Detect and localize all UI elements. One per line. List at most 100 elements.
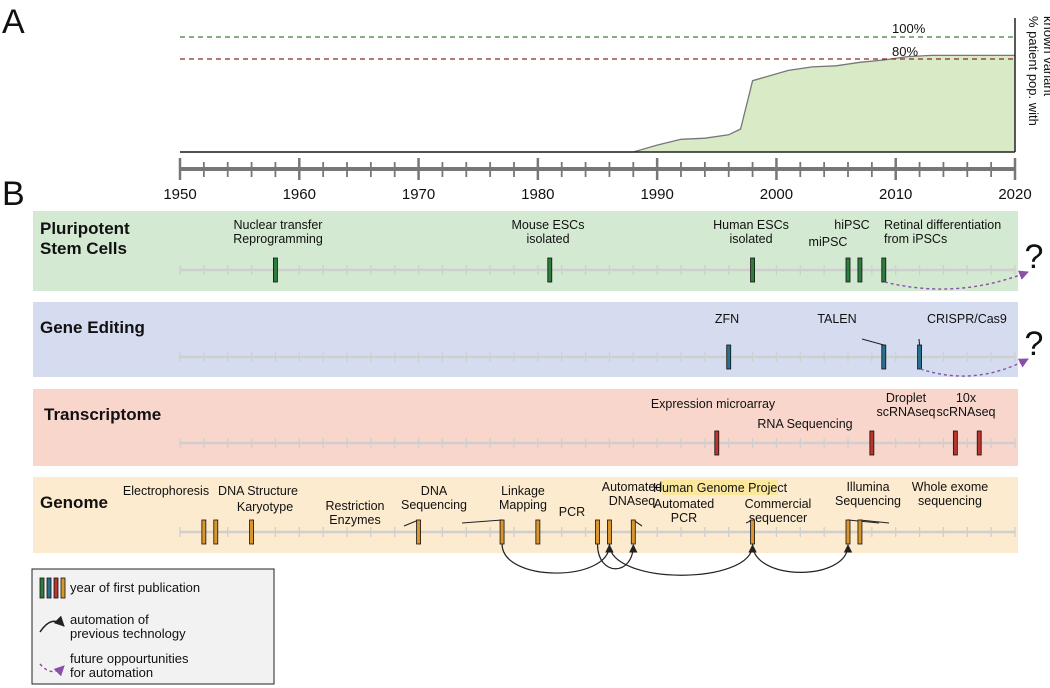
legend-entry-publication: year of first publication — [70, 580, 200, 595]
legend-future-arrow — [39, 663, 65, 677]
year-label: 2020 — [998, 186, 1031, 203]
milestone-label: Mapping — [499, 498, 547, 512]
legend-entry-future-2: for automation — [70, 665, 153, 680]
milestone-label: RNA Sequencing — [757, 417, 852, 431]
milestone-label: from iPSCs — [884, 232, 947, 246]
milestone-label: scRNAseq — [876, 405, 935, 419]
year-label: 2000 — [760, 186, 793, 203]
panel-b-letter: B — [2, 175, 25, 213]
milestone-label: DNA — [421, 484, 448, 498]
row-pluripotent-title: Stem Cells — [40, 239, 127, 258]
milestone-label: Linkage — [501, 484, 545, 498]
milestone-label: Whole exome — [912, 480, 988, 494]
legend-swatch — [53, 577, 59, 599]
milestone-marker — [201, 519, 207, 545]
milestone-label: Human ESCs — [713, 218, 789, 232]
automation-arrow — [596, 543, 638, 570]
milestone-label: PCR — [671, 511, 697, 525]
milestone-label: isolated — [526, 232, 569, 246]
automation-arrow — [751, 543, 853, 573]
milestone-marker — [750, 519, 755, 545]
milestone-label: Retinal differentiation — [884, 218, 1001, 232]
row-gene-editing-background — [33, 302, 1018, 377]
milestone-label: DNAseq — [609, 494, 656, 508]
milestone-leader — [859, 519, 890, 524]
legend-box — [31, 568, 275, 685]
milestone-label: isolated — [729, 232, 772, 246]
milestone-label: ZFN — [715, 312, 739, 326]
milestone-marker — [917, 344, 922, 370]
legend-swatch — [46, 577, 52, 599]
milestone-marker — [726, 344, 732, 370]
milestone-leader — [461, 519, 503, 524]
milestone-marker — [714, 430, 720, 456]
milestone-leader — [403, 519, 419, 527]
milestone-label: Reprogramming — [233, 232, 323, 246]
year-label: 1950 — [163, 186, 196, 203]
milestone-label: 10x — [956, 391, 977, 405]
milestone-marker — [857, 519, 863, 545]
label-100: 100% — [892, 21, 926, 36]
variant-line — [180, 54, 1015, 153]
question-mark: ? — [1025, 238, 1044, 276]
year-label: 1980 — [521, 186, 554, 203]
panel-a-letter: A — [2, 3, 25, 41]
milestone-label: Enzymes — [329, 513, 380, 527]
milestone-label: DNA Structure — [218, 484, 298, 498]
milestone-label: hiPSC — [834, 218, 869, 232]
automation-arrow — [501, 543, 614, 574]
future-arrow — [920, 358, 1029, 377]
legend-entry-automation-2: previous technology — [70, 626, 186, 641]
milestone-marker — [881, 344, 887, 370]
milestone-marker — [881, 257, 887, 283]
milestone-marker — [952, 430, 958, 456]
milestone-leader — [861, 338, 884, 346]
milestone-marker — [547, 257, 553, 283]
milestone-label: Electrophoresis — [123, 484, 209, 498]
milestone-marker — [869, 430, 875, 456]
row-genome-title: Genome — [40, 493, 108, 512]
milestone-label: Karyotype — [237, 500, 293, 514]
milestone-label: sequencer — [749, 511, 807, 525]
legend-swatch — [39, 577, 45, 599]
legend-entry-automation-1: automation of — [70, 612, 149, 627]
milestone-marker — [845, 519, 851, 545]
milestone-marker — [499, 519, 505, 545]
row-pluripotent-background — [33, 211, 1018, 291]
milestone-marker — [535, 519, 541, 545]
legend-entry-future-1: future oppourtunities — [70, 651, 189, 666]
milestone-label: Automated — [654, 497, 715, 511]
milestone-label: Commercial — [745, 497, 812, 511]
variant-area — [180, 55, 1015, 152]
milestone-label: Illumina — [846, 480, 889, 494]
ylabel-line1: % patient pop. with — [1026, 16, 1041, 126]
legend-swatches — [39, 577, 66, 599]
question-mark: ? — [1025, 325, 1044, 363]
milestone-label: Expression microarray — [651, 397, 776, 411]
milestone-marker — [857, 257, 863, 283]
legend: year of first publication automation of … — [31, 568, 275, 685]
ylabel-line2: known variant — [1041, 16, 1050, 97]
legend-swatch — [60, 577, 66, 599]
milestone-label: scRNAseq — [936, 405, 995, 419]
legend-automation-arrow — [39, 615, 65, 633]
milestone-marker — [607, 519, 612, 545]
year-label: 1970 — [402, 186, 435, 203]
milestone-leader — [847, 519, 880, 524]
milestone-label: Automated — [602, 480, 663, 494]
year-label: 1960 — [283, 186, 316, 203]
highlight-box — [662, 480, 778, 495]
milestone-marker — [249, 519, 254, 545]
year-label: 2010 — [879, 186, 912, 203]
milestone-marker — [273, 257, 278, 283]
milestone-label: Restriction — [325, 499, 384, 513]
milestone-marker — [750, 257, 755, 283]
milestone-marker — [416, 519, 421, 545]
